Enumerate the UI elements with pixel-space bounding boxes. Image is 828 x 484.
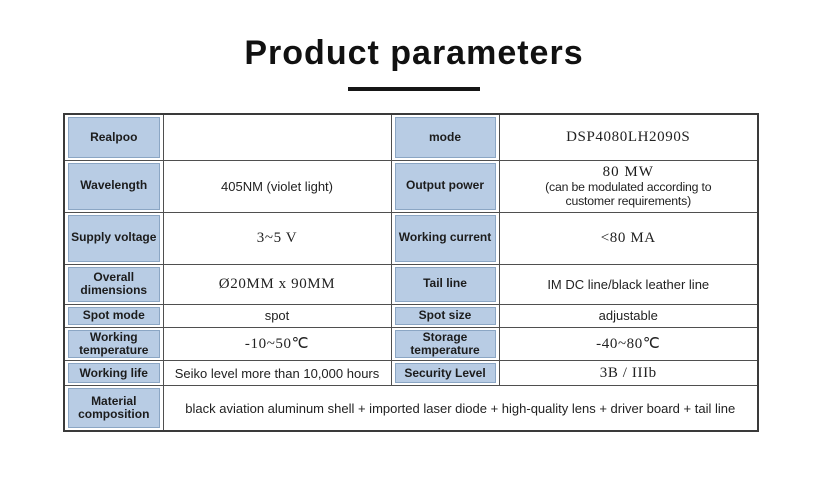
value-working-current: <80 MA: [498, 211, 759, 265]
label-working-current: Working current: [394, 214, 496, 262]
label-working-current-cell: Working current: [390, 211, 500, 265]
label-supply-voltage-cell: Supply voltage: [63, 211, 164, 265]
label-spot-size-cell: Spot size: [390, 303, 500, 328]
output-power-value: 80 MW: [602, 164, 654, 181]
label-tail-line-cell: Tail line: [390, 263, 500, 305]
product-parameters-table: Realpoo mode DSP4080LH2090S Wavelength 4…: [63, 113, 759, 432]
output-power-note: (can be modulated according to customer …: [545, 180, 712, 208]
value-wavelength: 405NM (violet light): [162, 159, 392, 213]
table-row: Working temperature -10~50℃ Storage temp…: [63, 326, 759, 362]
label-working-life: Working life: [68, 363, 160, 384]
label-material-composition: Material composition: [68, 388, 160, 428]
label-wavelength: Wavelength: [68, 162, 160, 210]
label-brand: Realpoo: [68, 117, 160, 158]
label-overall-dimensions-cell: Overall dimensions: [63, 263, 164, 305]
value-output-power: 80 MW (can be modulated according to cus…: [498, 159, 759, 213]
label-working-temperature-cell: Working temperature: [63, 326, 164, 362]
label-tail-line: Tail line: [394, 266, 496, 302]
page-title: Product parameters: [244, 34, 584, 72]
value-mode: DSP4080LH2090S: [498, 113, 759, 161]
table-row: Working life Seiko level more than 10,00…: [63, 360, 759, 387]
label-spot-size: Spot size: [394, 306, 496, 325]
label-output-power: Output power: [394, 162, 496, 210]
value-security-level: 3B / IIIb: [498, 360, 759, 387]
value-overall-dimensions: Ø20MM x 90MM: [162, 263, 392, 305]
label-brand-cell: Realpoo: [63, 113, 164, 161]
label-security-level-cell: Security Level: [390, 360, 500, 387]
label-storage-temperature: Storage temperature: [394, 329, 496, 359]
table-row: Material composition black aviation alum…: [63, 385, 759, 432]
label-output-power-cell: Output power: [390, 159, 500, 213]
label-mode: mode: [394, 117, 496, 158]
label-spot-mode-cell: Spot mode: [63, 303, 164, 328]
value-tail-line: IM DC line/black leather line: [498, 263, 759, 305]
label-working-temperature: Working temperature: [68, 329, 160, 359]
value-brand: [162, 113, 392, 161]
label-material-composition-cell: Material composition: [63, 385, 164, 432]
value-spot-size: adjustable: [498, 303, 759, 328]
title-underline: [348, 87, 480, 91]
value-material-composition: black aviation aluminum shell + imported…: [162, 385, 759, 432]
value-working-temperature: -10~50℃: [162, 326, 392, 362]
value-working-life: Seiko level more than 10,000 hours: [162, 360, 392, 387]
table-row: Wavelength 405NM (violet light) Output p…: [63, 159, 759, 213]
table-row: Supply voltage 3~5 V Working current <80…: [63, 211, 759, 265]
label-working-life-cell: Working life: [63, 360, 164, 387]
label-spot-mode: Spot mode: [68, 306, 160, 325]
label-supply-voltage: Supply voltage: [68, 214, 160, 262]
table-row: Spot mode spot Spot size adjustable: [63, 303, 759, 328]
label-mode-cell: mode: [390, 113, 500, 161]
value-spot-mode: spot: [162, 303, 392, 328]
label-security-level: Security Level: [394, 363, 496, 384]
value-storage-temperature: -40~80℃: [498, 326, 759, 362]
label-overall-dimensions: Overall dimensions: [68, 266, 160, 302]
label-wavelength-cell: Wavelength: [63, 159, 164, 213]
table-row: Realpoo mode DSP4080LH2090S: [63, 113, 759, 161]
value-supply-voltage: 3~5 V: [162, 211, 392, 265]
table-row: Overall dimensions Ø20MM x 90MM Tail lin…: [63, 263, 759, 305]
label-storage-temperature-cell: Storage temperature: [390, 326, 500, 362]
